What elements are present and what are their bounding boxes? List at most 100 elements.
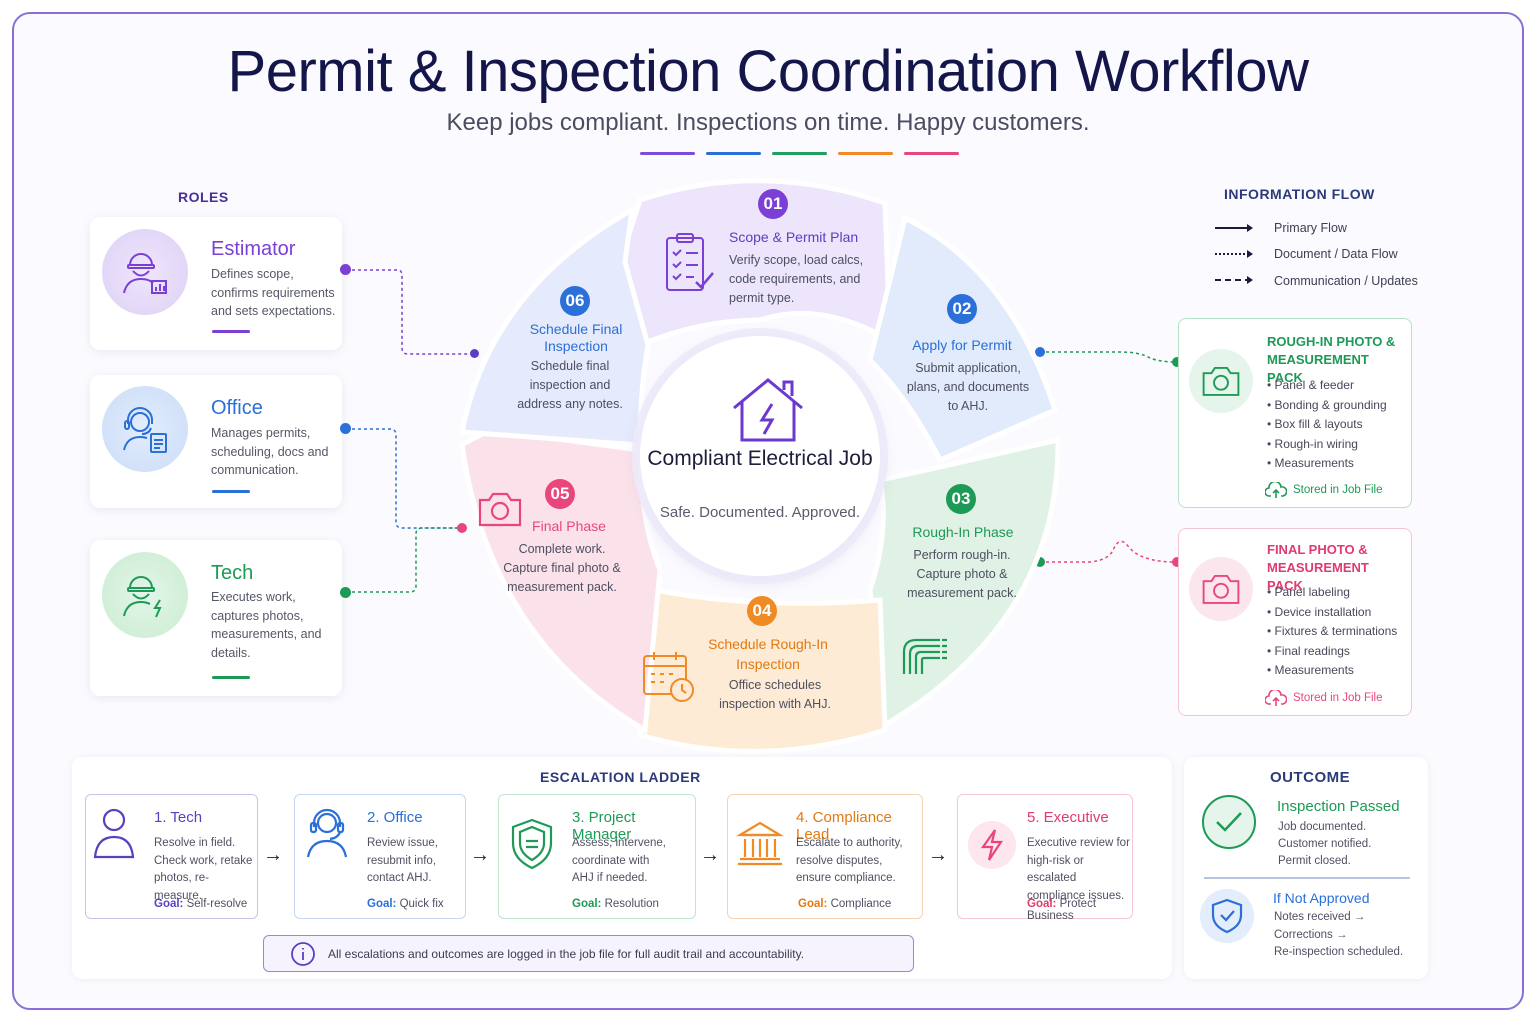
final-pack-card[interactable]: FINAL PHOTO & MEASUREMENT PACK • Panel l… xyxy=(1178,528,1412,716)
escalation-level-compliance-lead[interactable]: 4. Compliance Lead Escalate to authority… xyxy=(727,794,923,919)
step-desc: Verify scope, load calcs, code requireme… xyxy=(729,253,864,305)
step-title: Schedule Rough-In Inspection xyxy=(708,636,828,672)
list-item: • Rough-in wiring xyxy=(1267,436,1358,451)
outcome-divider xyxy=(1204,877,1410,879)
legend-primary-line xyxy=(1215,224,1253,232)
step-number: 04 xyxy=(747,596,777,626)
accent-line xyxy=(706,152,761,155)
pack-title: ROUGH-IN PHOTO & MEASUREMENT PACK xyxy=(1267,334,1396,385)
camera-icon xyxy=(478,492,522,527)
escalation-goal: Goal: Self-resolve xyxy=(154,898,248,910)
escalation-desc: Escalate to authority, resolve disputes,… xyxy=(796,837,903,884)
step-number: 02 xyxy=(947,294,977,324)
accent-line xyxy=(904,152,959,155)
step-number: 03 xyxy=(946,484,976,514)
headset-icon xyxy=(306,808,348,858)
escalation-name: 5. Executive xyxy=(1027,809,1109,826)
escalation-level-office[interactable]: 2. Office Review issue, resubmit info, c… xyxy=(294,794,466,919)
role-desc: Manages permits, scheduling, docs and co… xyxy=(211,426,329,477)
step-title: Scope & Permit Plan xyxy=(729,229,859,245)
info-icon xyxy=(291,942,315,966)
step-title: Apply for Permit xyxy=(912,337,1012,353)
escalation-level-executive[interactable]: 5. Executive Executive review for high-r… xyxy=(957,794,1133,922)
step-desc: Complete work. Capture final photo & mea… xyxy=(503,542,621,594)
house-bolt-icon xyxy=(733,378,803,442)
escalation-level-project-manager[interactable]: 3. Project Manager Assess, intervene, co… xyxy=(498,794,696,919)
connector-estimator xyxy=(346,269,474,355)
role-card-estimator[interactable]: Estimator Defines scope, confirms requir… xyxy=(90,217,342,350)
connector-rough-pack xyxy=(1040,351,1177,363)
role-bar xyxy=(212,490,250,493)
wheel-segment-schedule-final xyxy=(458,205,651,448)
role-card-office[interactable]: Office Manages permits, scheduling, docs… xyxy=(90,375,342,508)
connector-office xyxy=(346,428,461,529)
step-number: 01 xyxy=(758,189,788,219)
center-hub: Compliant Electrical Job Safe. Documente… xyxy=(640,336,880,576)
bolt-icon xyxy=(968,821,1016,869)
legend-item: Communication / Updates xyxy=(1274,274,1418,288)
arrow-right-icon: → xyxy=(263,844,283,866)
wheel-segment-apply xyxy=(867,214,1059,464)
list-item: • Fixtures & terminations xyxy=(1267,624,1398,638)
worker-chart-icon xyxy=(102,229,188,315)
pack-list: • Panel & feeder • Bonding & grounding •… xyxy=(1267,376,1387,474)
list-item: • Box fill & layouts xyxy=(1267,417,1363,431)
connector-dot xyxy=(340,264,351,275)
cloud-upload-icon xyxy=(1265,690,1287,706)
wheel-segment-schedule-rough xyxy=(637,587,888,754)
list-item: • Panel labeling xyxy=(1267,585,1350,599)
legend-item: Primary Flow xyxy=(1274,221,1347,235)
failed-line: Corrections → xyxy=(1274,929,1348,941)
role-desc: Executes work, captures photos, measurem… xyxy=(211,590,322,660)
roles-label: ROLES xyxy=(178,189,229,205)
arrow-right-icon: → xyxy=(928,844,948,866)
camera-icon xyxy=(1189,349,1253,413)
cloud-upload-icon xyxy=(1265,482,1287,498)
connector-dot xyxy=(1172,557,1182,567)
failed-line: Notes received → xyxy=(1274,911,1366,923)
page-title: Permit & Inspection Coordination Workflo… xyxy=(227,39,1309,104)
role-card-tech[interactable]: Tech Executes work, captures photos, mea… xyxy=(90,540,342,696)
role-bar xyxy=(212,676,250,679)
arrow-right-icon: → xyxy=(470,844,490,866)
step-title: Rough-In Phase xyxy=(912,524,1014,540)
shield-check-icon xyxy=(1200,889,1254,943)
page-subtitle: Keep jobs compliant. Inspections on time… xyxy=(446,109,1090,136)
check-icon xyxy=(1202,795,1256,849)
escalation-goal: Goal: Compliance xyxy=(798,898,892,910)
step-number: 06 xyxy=(560,286,590,316)
legend-document-line xyxy=(1215,250,1253,258)
legend-communication-line xyxy=(1215,276,1253,284)
escalation-level-tech[interactable]: 1. Tech Resolve in field. Check work, re… xyxy=(85,794,258,919)
pack-stored: Stored in Job File xyxy=(1293,484,1383,496)
step-title: Final Phase xyxy=(532,518,606,534)
calendar-clock-icon xyxy=(643,652,694,702)
passed-line: Permit closed. xyxy=(1278,855,1351,867)
escalation-goal: Goal: Quick fix xyxy=(367,898,444,910)
person-icon xyxy=(93,808,135,859)
pack-stored: Stored in Job File xyxy=(1293,692,1383,704)
escalation-desc: Assess, intervene, coordinate with AHJ i… xyxy=(572,837,666,884)
role-name: Tech xyxy=(211,562,254,584)
connector-dot xyxy=(457,523,467,533)
connector-dot xyxy=(340,587,351,598)
worker-bolt-icon xyxy=(102,552,188,638)
list-item: • Panel & feeder xyxy=(1267,378,1354,392)
escalation-desc: Review issue, resubmit info, contact AHJ… xyxy=(367,837,438,884)
rough-in-pack-card[interactable]: ROUGH-IN PHOTO & MEASUREMENT PACK • Pane… xyxy=(1178,318,1412,508)
failed-line: Re-inspection scheduled. xyxy=(1274,946,1404,958)
escalation-goal: Goal: Resolution xyxy=(572,898,659,910)
accent-lines xyxy=(640,152,960,156)
building-icon xyxy=(736,821,784,866)
audit-note: All escalations and outcomes are logged … xyxy=(328,947,805,961)
list-item: • Final readings xyxy=(1267,643,1350,658)
pack-list: • Panel labeling • Device installation •… xyxy=(1267,583,1397,681)
escalation-name: 2. Office xyxy=(367,809,423,826)
connector-dot xyxy=(1035,347,1045,357)
escalation-label: ESCALATION LADDER xyxy=(540,769,701,785)
failed-title: If Not Approved xyxy=(1273,890,1370,906)
accent-line xyxy=(640,152,695,155)
list-item: • Measurements xyxy=(1267,663,1354,677)
camera-icon xyxy=(1189,557,1253,621)
